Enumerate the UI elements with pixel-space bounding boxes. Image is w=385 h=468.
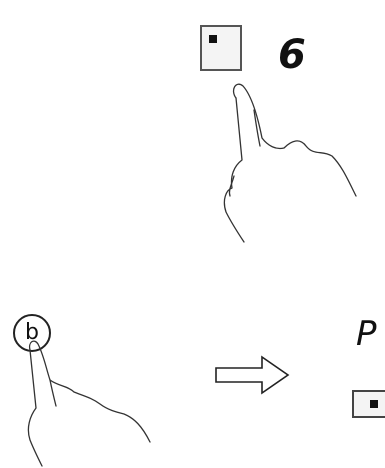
display-letter: P — [356, 314, 377, 354]
b-key-button[interactable]: b — [13, 314, 51, 352]
pointing-hand-icon — [223, 83, 357, 243]
square-with-dot-icon — [209, 35, 217, 43]
right-arrow-icon — [215, 355, 290, 395]
display-digit: 6 — [278, 32, 307, 78]
result-square-key-button[interactable] — [352, 390, 385, 418]
pointing-hand-icon — [27, 340, 151, 467]
square-with-dot-icon — [370, 400, 378, 408]
square-key-button[interactable] — [200, 25, 242, 71]
